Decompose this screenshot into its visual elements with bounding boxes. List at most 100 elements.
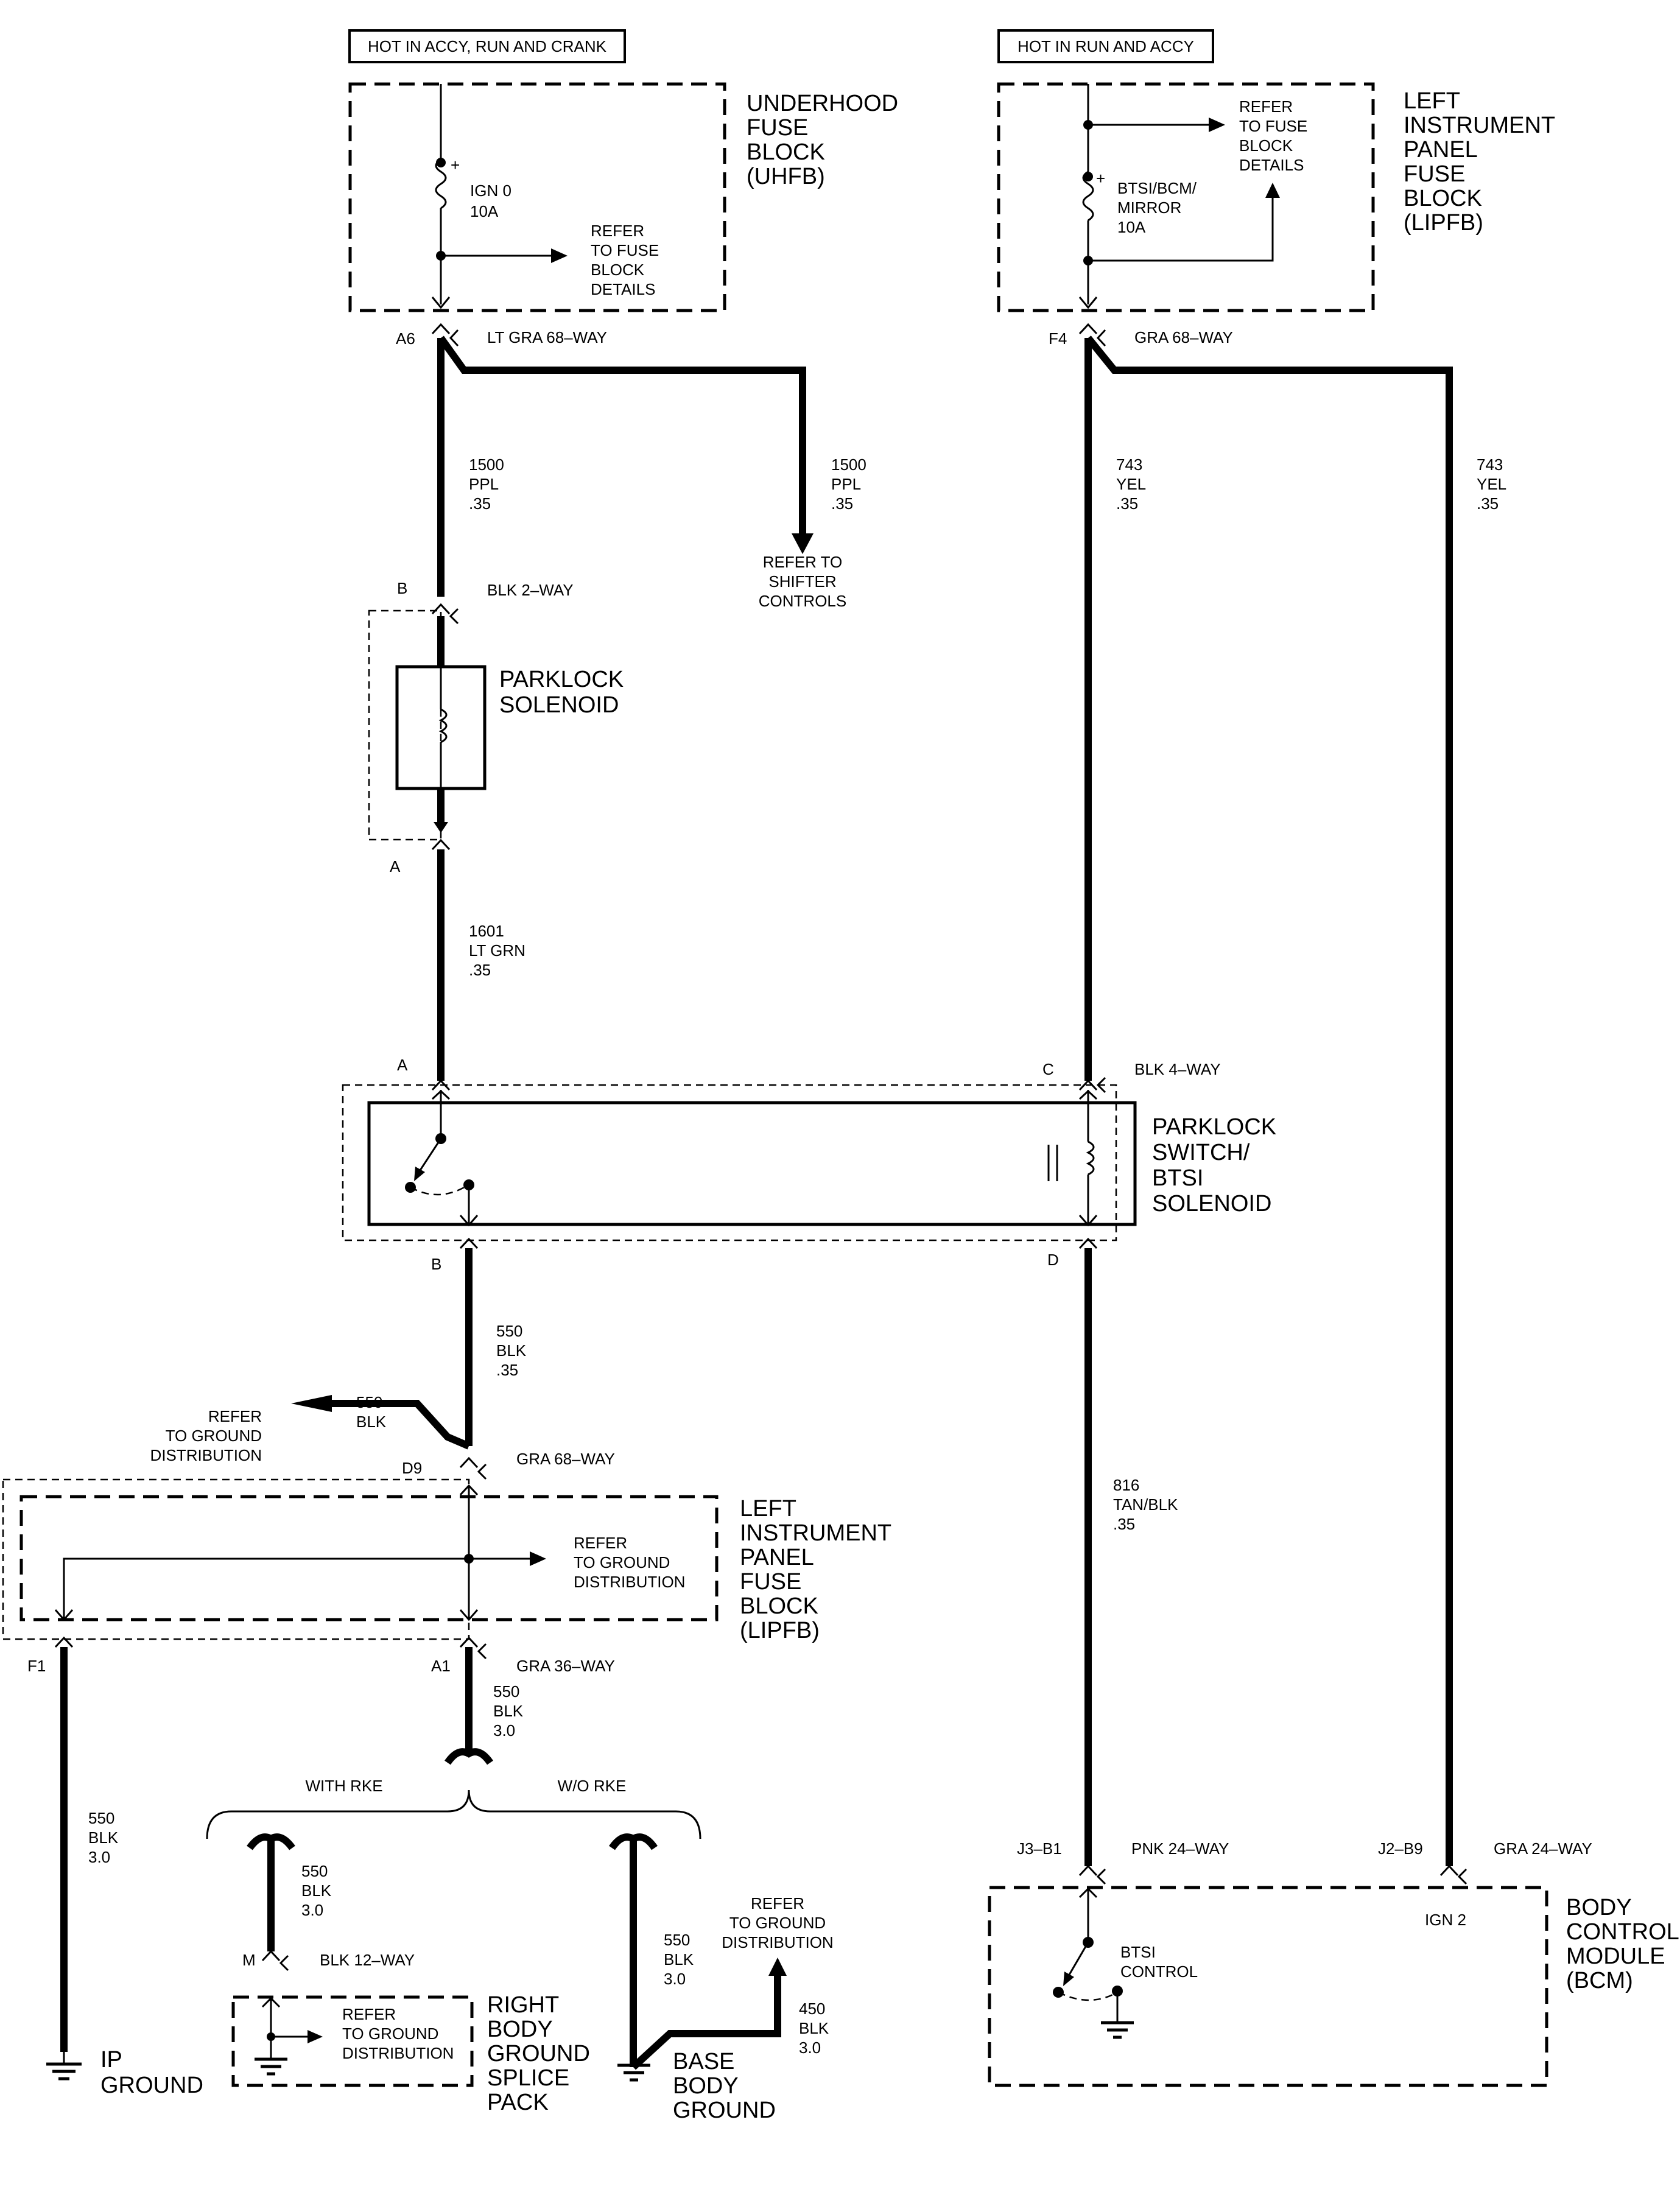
w550-branch-1: 550: [356, 1393, 382, 1411]
uhfb-title-4: (UHFB): [747, 164, 825, 189]
w550-a1-1: 550: [493, 1682, 519, 1701]
lipfb-bottom-outer-dash: [2, 1478, 470, 1640]
rke-section: A1 GRA 36–WAY 550 BLK 3.0 WITH RKE W/O R…: [206, 1636, 701, 1839]
a1-splice-icon: [445, 1748, 493, 1765]
conn-sol-b-type: BLK 2–WAY: [487, 581, 574, 599]
hot-label-left-box: [348, 29, 626, 63]
uhfb-refer-3: BLOCK: [591, 261, 645, 279]
w1500b-1: 1500: [831, 455, 866, 474]
w743b-1: 743: [1477, 455, 1503, 474]
uhfb-refer-4: DETAILS: [591, 280, 655, 298]
switch-title-3: BTSI: [1152, 1165, 1203, 1191]
w550-branch-2: BLK: [356, 1413, 387, 1431]
w1601-1: 1601: [469, 922, 504, 940]
lipfb-top-fuse-plus: +: [1096, 169, 1105, 188]
lipfb-bottom-refer-1: REFER: [574, 1534, 627, 1552]
w743a-3: .35: [1116, 494, 1138, 513]
w550-35-1: 550: [496, 1322, 522, 1340]
w550-a1-3: 3.0: [493, 1721, 515, 1740]
conn-a1-type: GRA 36–WAY: [516, 1657, 615, 1675]
w1601-2: LT GRN: [469, 941, 525, 960]
uhfb-box: [348, 82, 726, 312]
lipfb-bottom-refer-3: DISTRIBUTION: [574, 1573, 685, 1591]
switch-body: [367, 1101, 1137, 1226]
switch-dashed-box: [342, 1084, 1117, 1241]
uhfb-refer-2: TO FUSE: [591, 241, 659, 259]
w816-3: .35: [1113, 1515, 1135, 1533]
circuit-743: F4 GRA 68–WAY 743 YEL .35 743 YEL .35: [1049, 323, 1506, 1866]
lipfb-bottom-title-2: INSTRUMENT: [740, 1520, 891, 1546]
lipfb-top-title-1: LEFT: [1404, 88, 1460, 114]
uhfb-fuse-icon: [435, 158, 447, 209]
splice-pack-title-4: SPLICE: [487, 2065, 569, 2091]
conn-sol-b: B: [397, 579, 407, 597]
lipfb-bottom-title-3: PANEL: [740, 1545, 814, 1570]
w550-f1-2: BLK: [88, 1828, 119, 1847]
lipfb-top-title-6: (LIPFB): [1404, 210, 1483, 236]
lipfb-bottom-title-4: FUSE: [740, 1569, 801, 1595]
w1500a-3: .35: [469, 494, 491, 513]
conn-d9-type: GRA 68–WAY: [516, 1450, 615, 1468]
base-ground-refer-2: TO GROUND: [729, 1914, 826, 1932]
splice-pack-title-3: GROUND: [487, 2041, 590, 2067]
switch-title-1: PARKLOCK: [1152, 1114, 1276, 1140]
w450-2: BLK: [799, 2019, 829, 2037]
circuit-550-816: 550 BLK .35 550 BLK REFER TO GROUND DIST…: [150, 1248, 1178, 1866]
w550-35-2: BLK: [496, 1341, 527, 1360]
solenoid-title-2: SOLENOID: [499, 692, 619, 718]
shifter-arrow-icon: [792, 533, 814, 554]
lipfb-bottom-box: [19, 1495, 719, 1621]
conn-f1: F1: [27, 1657, 46, 1675]
solenoid-title-1: PARKLOCK: [499, 667, 624, 692]
splice-pack-refer-3: DISTRIBUTION: [342, 2044, 454, 2062]
lipfb-top-title-2: INSTRUMENT: [1404, 113, 1555, 138]
lipfb-top-section: HOT IN RUN AND ACCY + BTSI/BCM/ MIRROR 1…: [997, 29, 1555, 312]
conn-j2b9-type: GRA 24–WAY: [1494, 1839, 1592, 1858]
bcm-box: [988, 1886, 1548, 2087]
ground-left-arrow-icon: [291, 1395, 332, 1412]
btsi-coil-icon: [1086, 1140, 1095, 1176]
circuit-1500: A6 LT GRA 68–WAY 1500 PPL .35 1500 PPL .…: [396, 323, 866, 610]
w816-1: 816: [1113, 1476, 1139, 1494]
base-ground-section: 550 BLK 3.0 450 BLK 3.0 REFER TO GROUND …: [609, 1833, 834, 2123]
w550-worke-3: 3.0: [664, 1970, 686, 1988]
w550-rke-1: 550: [301, 1862, 328, 1880]
w550-rke-3: 3.0: [301, 1901, 323, 1919]
ground-left-refer-3: DISTRIBUTION: [150, 1446, 262, 1464]
ip-ground-section: F1 550 BLK 3.0 IP GROUND: [27, 1636, 203, 2098]
w550-a1-2: BLK: [493, 1702, 524, 1720]
lipfb-top-fuse-2: MIRROR: [1117, 198, 1181, 217]
lipfb-top-title-4: FUSE: [1404, 161, 1465, 187]
w1601-3: .35: [469, 961, 491, 979]
solenoid-coil-icon: [438, 708, 448, 743]
conn-a6-type: LT GRA 68–WAY: [487, 328, 607, 346]
lipfb-top-refer-4: DETAILS: [1239, 156, 1304, 174]
conn-f4-type: GRA 68–WAY: [1134, 328, 1233, 346]
solenoid-dashed-box: [368, 609, 442, 841]
splice-pack-refer-2: TO GROUND: [342, 2025, 438, 2043]
w743a-1: 743: [1116, 455, 1142, 474]
ip-ground-title-2: GROUND: [100, 2073, 203, 2098]
lipfb-bottom-title-5: BLOCK: [740, 1593, 818, 1619]
lipfb-top-refer-3: BLOCK: [1239, 136, 1293, 155]
conn-j3b1: J3–B1: [1017, 1839, 1062, 1858]
conn-sol-a: A: [390, 857, 401, 876]
base-ground-refer-1: REFER: [751, 1894, 804, 1912]
switch-title-2: SWITCH/: [1152, 1140, 1250, 1165]
lipfb-top-refer-up-arrow-icon: [1265, 183, 1280, 198]
lipfb-top-refer-arrow-icon: [1209, 118, 1225, 132]
w1500b-3: .35: [831, 494, 853, 513]
lipfb-top-fuse-1: BTSI/BCM/: [1117, 179, 1197, 197]
bcm-ign-label: IGN 2: [1425, 1911, 1466, 1929]
w550-rke-2: BLK: [301, 1881, 332, 1900]
lipfb-top-title-5: BLOCK: [1404, 186, 1482, 211]
base-ground-title-1: BASE: [673, 2049, 734, 2074]
w743b-3: .35: [1477, 494, 1499, 513]
lipfb-top-box: [997, 82, 1375, 312]
bcm-section: J3–B1 PNK 24–WAY J2–B9 GRA 24–WAY IGN 2 …: [988, 1839, 1679, 2087]
btsi-control-1: BTSI: [1120, 1943, 1156, 1961]
lipfb-bottom-title-6: (LIPFB): [740, 1618, 820, 1643]
w550-worke-1: 550: [664, 1931, 690, 1949]
ground-left-refer-2: TO GROUND: [166, 1427, 262, 1445]
w550-35-3: .35: [496, 1361, 518, 1379]
